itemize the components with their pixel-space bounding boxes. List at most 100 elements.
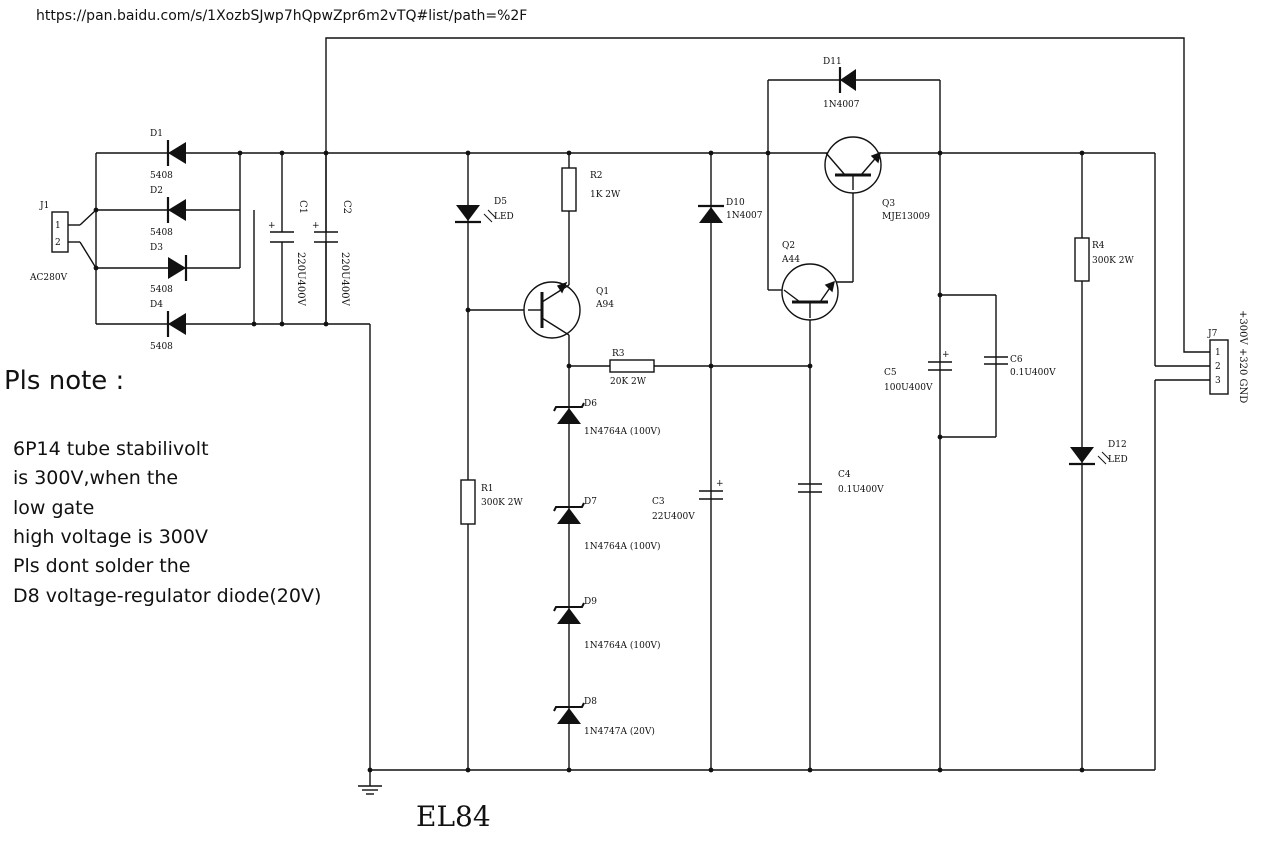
zener-d6: D6 1N4764A (100V) <box>553 399 661 437</box>
note-line: low gate <box>13 497 95 519</box>
d3-ref: D3 <box>150 243 163 253</box>
c1-ref: C1 <box>297 200 308 214</box>
j1-pin-1: 1 <box>55 221 61 231</box>
capacitor-c4: C4 0.1U400V <box>798 470 884 495</box>
d1-ref: D1 <box>150 129 163 139</box>
d12-value: LED <box>1108 455 1128 465</box>
d9-ref: D9 <box>584 597 597 607</box>
d3-value: 5408 <box>150 285 173 295</box>
c4-ref: C4 <box>838 470 851 480</box>
resistor-r1: R1 300K 2W <box>460 479 523 525</box>
c5-ref: C5 <box>884 368 897 378</box>
j7-value: +300V +320 GND <box>1237 310 1248 403</box>
r1-ref: R1 <box>481 484 494 494</box>
connector-j7: J7 1 2 3 +300V +320 GND <box>1207 310 1248 403</box>
j1-ref: J1 <box>39 201 49 211</box>
d1-value: 5408 <box>150 171 173 181</box>
source-url: https://pan.baidu.com/s/1XozbSJwp7hQpwZp… <box>36 8 528 24</box>
d10-ref: D10 <box>726 198 745 208</box>
q1-ref: Q1 <box>596 287 609 297</box>
svg-text:+: + <box>312 221 320 231</box>
d5-ref: D5 <box>494 197 507 207</box>
note-title: Pls note : <box>4 366 125 396</box>
d10-value: 1N4007 <box>726 211 763 221</box>
d5-value: LED <box>494 212 514 222</box>
led-d5: D5 LED <box>455 197 514 224</box>
svg-text:+: + <box>942 350 950 360</box>
j7-pin-3: 3 <box>1215 376 1221 386</box>
junction-dots <box>93 150 1085 773</box>
d12-ref: D12 <box>1108 440 1127 450</box>
diode-d10: D10 1N4007 <box>698 198 763 223</box>
j1-pin-2: 2 <box>55 238 61 248</box>
d2-ref: D2 <box>150 186 163 196</box>
d7-value: 1N4764A (100V) <box>584 541 661 552</box>
wires <box>79 37 1210 771</box>
c2-value: 220U400V <box>339 252 350 307</box>
q2-ref: Q2 <box>782 241 795 251</box>
transistor-q3: Q3 MJE13009 <box>824 136 930 222</box>
c3-value: 22U400V <box>652 512 695 522</box>
c4-value: 0.1U400V <box>838 485 884 495</box>
zener-d9: D9 1N4764A (100V) <box>553 597 661 651</box>
note-line: high voltage is 300V <box>13 526 208 548</box>
diode-d2: D2 5408 <box>150 186 186 238</box>
r2-value: 1K 2W <box>590 190 621 200</box>
r1-value: 300K 2W <box>481 498 523 508</box>
q2-value: A44 <box>781 255 800 265</box>
capacitor-c1: + C1 220U400V <box>268 200 308 307</box>
d6-ref: D6 <box>584 399 597 409</box>
zener-d7: D7 1N4764A (100V) <box>553 497 661 552</box>
r3-ref: R3 <box>612 349 625 359</box>
led-d12: D12 LED <box>1069 440 1128 466</box>
c1-value: 220U400V <box>295 252 306 307</box>
r2-ref: R2 <box>590 171 603 181</box>
svg-text:+: + <box>268 221 276 231</box>
c6-ref: C6 <box>1010 355 1023 365</box>
note-line: Pls dont solder the <box>13 555 191 577</box>
c3-ref: C3 <box>652 497 665 507</box>
r4-value: 300K 2W <box>1092 256 1134 266</box>
c6-value: 0.1U400V <box>1010 368 1056 378</box>
diode-d4: D4 5408 <box>150 300 186 352</box>
c2-ref: C2 <box>341 200 352 214</box>
connector-j1: J1 1 2 AC280V <box>29 201 80 283</box>
note-line: D8 voltage-regulator diode(20V) <box>13 585 322 607</box>
capacitor-c2: + C2 220U400V <box>312 200 352 307</box>
d2-value: 5408 <box>150 228 173 238</box>
d8-ref: D8 <box>584 697 597 707</box>
diode-d1: D1 5408 <box>150 129 186 181</box>
capacitor-c3: + C3 22U400V <box>652 479 724 522</box>
zener-d8: D8 1N4747A (20V) <box>553 697 655 737</box>
q1-value: A94 <box>595 300 614 310</box>
ground-icon <box>358 770 382 795</box>
r4-ref: R4 <box>1092 241 1105 251</box>
d11-value: 1N4007 <box>823 100 860 110</box>
j7-pin-2: 2 <box>1215 362 1221 372</box>
capacitor-c5: + C5 100U400V <box>884 350 952 393</box>
q3-ref: Q3 <box>882 199 895 209</box>
j7-pin-1: 1 <box>1215 348 1221 358</box>
wire-top-loop <box>325 37 1210 353</box>
svg-text:+: + <box>716 479 724 489</box>
capacitor-c6: C6 0.1U400V <box>984 355 1056 378</box>
note-line: is 300V,when the <box>13 467 179 489</box>
d4-ref: D4 <box>150 300 163 310</box>
resistor-r2: R2 1K 2W <box>561 167 621 212</box>
diode-d3: D3 5408 <box>150 243 188 295</box>
r3-value: 20K 2W <box>610 377 647 387</box>
resistor-r4: R4 300K 2W <box>1074 237 1134 282</box>
diagram-caption: EL84 <box>416 800 491 833</box>
diode-d11: D11 1N4007 <box>823 57 860 110</box>
d8-value: 1N4747A (20V) <box>584 726 655 737</box>
transistor-q2: Q2 A44 <box>781 241 839 321</box>
q3-value: MJE13009 <box>882 212 930 222</box>
c5-value: 100U400V <box>884 383 933 393</box>
j1-value: AC280V <box>29 273 68 283</box>
d4-value: 5408 <box>150 342 173 352</box>
note-line: 6P14 tube stabilivolt <box>13 438 209 460</box>
resistor-r3: R3 20K 2W <box>609 349 655 387</box>
transistor-q1: Q1 A94 <box>523 281 614 339</box>
d11-ref: D11 <box>823 57 842 67</box>
